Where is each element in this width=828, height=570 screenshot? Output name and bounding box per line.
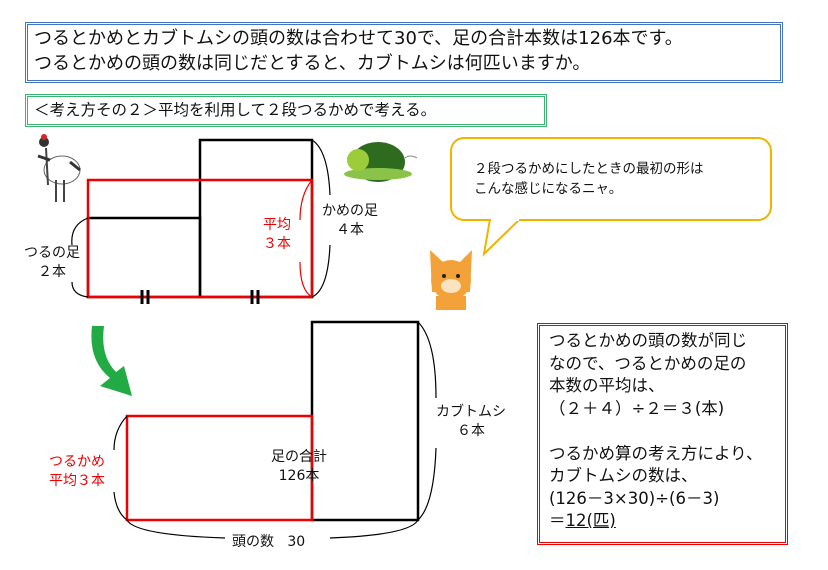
crane-brace	[71, 217, 89, 298]
heads-brace	[126, 519, 419, 539]
equal-tick-1	[140, 290, 150, 304]
answer-line: (126－3×30)÷(6－3)	[549, 488, 720, 508]
method-title: ＜考え方その２＞平均を利用して２段つるかめで考える。	[25, 94, 547, 127]
average-label-2: つるかめ平均３本	[49, 454, 105, 489]
bubble-line-1: ２段つるかめにしたときの最初の形は	[474, 161, 704, 177]
answer-line: カブトムシの数は、	[549, 466, 698, 485]
turtle-icon	[344, 142, 418, 182]
left-brace	[113, 415, 128, 521]
answer-result: ＝12(匹)	[549, 511, 616, 530]
average-rect-2	[125, 414, 314, 522]
equal-tick-2	[250, 290, 260, 304]
crane-icon	[37, 134, 81, 202]
bubble-tail	[482, 218, 521, 257]
question-line-2: つるとかめの頭の数は同じだとすると、カブトムシは何匹いますか。	[34, 53, 591, 74]
cat-icon	[430, 250, 472, 310]
answer-line: つるかめ算の考え方により、	[549, 443, 763, 463]
average-rect-1	[86, 178, 314, 299]
bubble-tail-cover	[491, 215, 519, 221]
beetle-rect	[310, 320, 420, 522]
answer-box: つるとかめの頭の数が同じなので、つるとかめの足の本数の平均は、 （２＋４）÷２＝３…	[537, 323, 788, 545]
answer-line: 本数の平均は、	[549, 376, 665, 395]
turtle-brace	[311, 139, 331, 298]
answer-line: なので、つるとかめの足の	[549, 353, 747, 373]
answer-line	[549, 420, 785, 443]
question-line-1: つるとかめとカブトムシの頭の数は合わせて30で、足の合計本数は126本です。	[34, 28, 683, 49]
heads-label: 頭の数 30	[232, 534, 306, 550]
speech-bubble: ２段つるかめにしたときの最初の形は こんな感じになるニャ。	[450, 137, 772, 221]
question-box: つるとかめとカブトムシの頭の数は合わせて30で、足の合計本数は126本です。 つ…	[25, 22, 783, 83]
green-arrow-icon	[91, 326, 132, 396]
answer-line: つるとかめの頭の数が同じ	[549, 331, 747, 350]
beetle-brace	[417, 321, 437, 521]
crane-rect	[86, 216, 202, 299]
avg-brace	[299, 179, 313, 298]
answer-line: （２＋４）÷２＝３(本)	[549, 398, 725, 418]
bubble-line-2: こんな感じになるニャ。	[474, 181, 623, 197]
